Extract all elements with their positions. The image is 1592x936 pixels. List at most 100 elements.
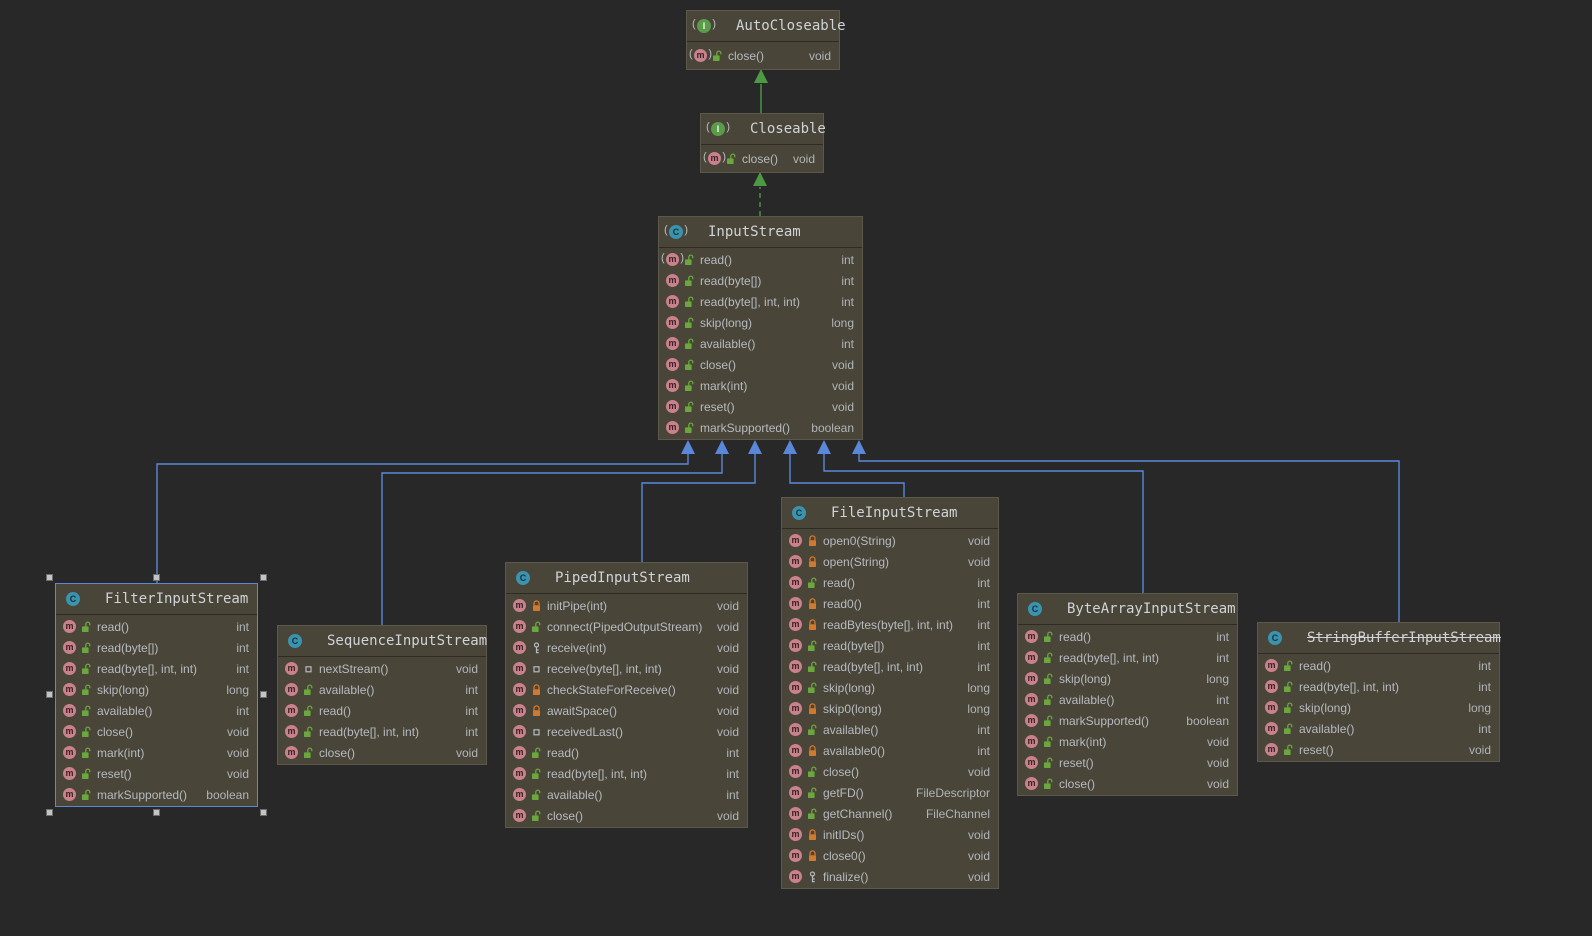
method-name: markSupported() bbox=[1059, 713, 1150, 728]
edge-bytearrayinputstream-extends-inputstream[interactable] bbox=[817, 440, 1144, 593]
method-icon: m bbox=[1025, 651, 1038, 664]
selection-handle[interactable] bbox=[260, 691, 267, 698]
edge-fileinputstream-extends-inputstream[interactable] bbox=[783, 440, 905, 497]
method-return-type: int bbox=[1478, 679, 1491, 694]
selection-handle[interactable] bbox=[46, 809, 53, 816]
method-icon: m bbox=[513, 725, 526, 738]
class-box-closeable[interactable]: I Closeable (m)close()void bbox=[700, 113, 826, 173]
edge-stringbufferinputstream-extends-inputstream[interactable] bbox=[852, 440, 1400, 622]
public-visibility-icon bbox=[807, 807, 818, 820]
method-row[interactable]: (m)close()void bbox=[687, 43, 839, 68]
selection-handle[interactable] bbox=[152, 574, 160, 581]
edge-inputstream-implements-closeable[interactable] bbox=[753, 172, 767, 216]
selection-handle[interactable] bbox=[260, 574, 267, 581]
edge-pipedinputstream-extends-inputstream[interactable] bbox=[641, 440, 762, 562]
method-name: read(byte[], int, int) bbox=[700, 294, 801, 309]
selection-handle[interactable] bbox=[46, 574, 53, 581]
selection-handle[interactable] bbox=[260, 809, 267, 816]
edge-closeable-extends-autocloseable[interactable] bbox=[754, 69, 768, 113]
edge-filterinputstream-extends-inputstream[interactable] bbox=[156, 440, 695, 583]
selection-handle[interactable] bbox=[46, 691, 53, 698]
method-row[interactable]: (m)close()void bbox=[701, 146, 823, 171]
public-visibility-icon bbox=[81, 767, 92, 780]
class-box-inputstream[interactable]: C InputStream (m)read()intmread(byte[])i… bbox=[658, 216, 863, 440]
class-box-autocloseable[interactable]: I AutoCloseable (m)close()void bbox=[686, 10, 846, 70]
selection-handle[interactable] bbox=[152, 809, 160, 816]
edge-sequenceinputstream-extends-inputstream[interactable] bbox=[381, 440, 729, 625]
method-row[interactable]: (m)read()int bbox=[659, 249, 862, 270]
class-title: ByteArrayInputStream bbox=[1067, 601, 1236, 617]
private-visibility-icon bbox=[531, 683, 542, 696]
